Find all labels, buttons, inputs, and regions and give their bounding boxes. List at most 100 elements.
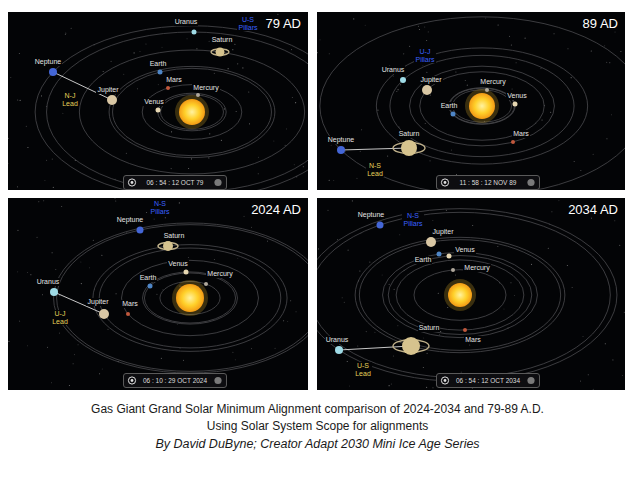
play-icon-dot [131, 379, 134, 382]
orbit-ellipse [414, 270, 506, 321]
star-dot [542, 120, 543, 121]
star-dot [8, 138, 9, 139]
orbit-ellipse [355, 237, 565, 352]
star-dot [258, 157, 259, 158]
star-dot [361, 129, 362, 130]
solar-system-view [317, 12, 625, 190]
planet-dot [107, 95, 117, 105]
star-dot [232, 49, 233, 50]
orbit-ellipse [420, 72, 544, 140]
star-dot [161, 47, 162, 48]
star-dot [273, 140, 274, 141]
star-dot [509, 36, 510, 37]
star-dot [472, 225, 473, 226]
star-dot [467, 85, 468, 86]
star-dot [582, 336, 583, 337]
planet-label: Mars [464, 336, 482, 344]
star-dot [550, 112, 551, 113]
star-dot [389, 385, 390, 386]
star-dot [614, 220, 615, 221]
star-dot [65, 33, 66, 34]
orbit-ellipse [390, 55, 574, 156]
star-dot [331, 145, 332, 146]
star-dot [426, 40, 427, 41]
star-dot [572, 287, 573, 288]
planet-label: Saturn [211, 36, 234, 44]
sun-glow [172, 280, 208, 316]
star-dot [107, 329, 108, 330]
star-dot [419, 29, 420, 30]
orbit-ellipse [376, 48, 587, 164]
star-dot [394, 289, 395, 290]
play-icon [441, 376, 448, 383]
star-dot [374, 332, 375, 333]
star-dot [366, 331, 367, 332]
star-dot [139, 51, 140, 52]
star-dot [296, 311, 297, 312]
star-dot [469, 345, 470, 346]
star-dot [317, 52, 318, 53]
star-dot [285, 145, 286, 146]
star-dot [36, 237, 37, 238]
star-dot [228, 68, 229, 69]
planet-dot [156, 108, 161, 113]
star-dot [359, 270, 360, 271]
star-dot [365, 25, 366, 26]
star-dot [472, 388, 473, 389]
planet-dot [447, 254, 452, 259]
year-label: 2024 AD [250, 203, 302, 217]
star-dot [44, 180, 45, 181]
solar-system-view [8, 198, 308, 390]
star-dot [251, 227, 252, 228]
star-dot [17, 186, 18, 187]
star-dot [145, 43, 146, 44]
star-dot [17, 271, 18, 272]
planet-label: Mercury [479, 78, 506, 86]
planet-label: Earth [440, 102, 459, 110]
orbit-ellipse [320, 17, 625, 190]
planet-dot [196, 93, 200, 97]
star-dot [303, 166, 304, 167]
planet-dot [184, 270, 189, 275]
star-dot [8, 163, 9, 164]
star-dot [53, 187, 54, 188]
sun-glow [465, 89, 499, 123]
orbit-ellipse [452, 90, 511, 122]
star-dot [55, 269, 56, 270]
star-dot [114, 198, 115, 199]
star-dot [214, 259, 215, 260]
star-dot [426, 387, 427, 388]
star-dot [243, 216, 244, 217]
star-dot [287, 321, 288, 322]
star-dot [503, 308, 504, 309]
star-dot [62, 113, 63, 114]
star-dot [446, 210, 447, 211]
star-dot [291, 49, 292, 50]
star-dot [399, 234, 400, 235]
planet-label: Earth [414, 256, 433, 264]
star-dot [267, 241, 268, 242]
star-dot [400, 84, 401, 85]
planet-dot [50, 288, 58, 296]
star-dot [540, 68, 541, 69]
planet-dot [337, 146, 345, 154]
caption-line: By David DuByne; Creator Adapt 2030 Mini… [0, 437, 635, 452]
star-dot [171, 131, 172, 132]
star-dot [451, 149, 452, 150]
star-dot [74, 354, 75, 355]
year-label: 79 AD [265, 17, 302, 31]
star-dot [43, 200, 44, 201]
planet-label: Neptune [357, 211, 385, 219]
planet-dot [422, 85, 432, 95]
star-dot [516, 62, 517, 63]
planet-dot [148, 284, 153, 289]
star-dot [344, 302, 345, 303]
star-dot [620, 51, 621, 52]
orbit-ellipse [161, 95, 224, 130]
star-dot [71, 28, 72, 29]
planet-label: Venus [506, 92, 527, 100]
star-dot [531, 264, 532, 265]
timestamp-text: 06 : 10 : 29 OCT 2024 [143, 374, 207, 387]
planet-label: Mercury [463, 264, 490, 272]
view-panel: 2024 AD06 : 10 : 29 OCT 2024N-S PillarsN… [8, 198, 308, 390]
